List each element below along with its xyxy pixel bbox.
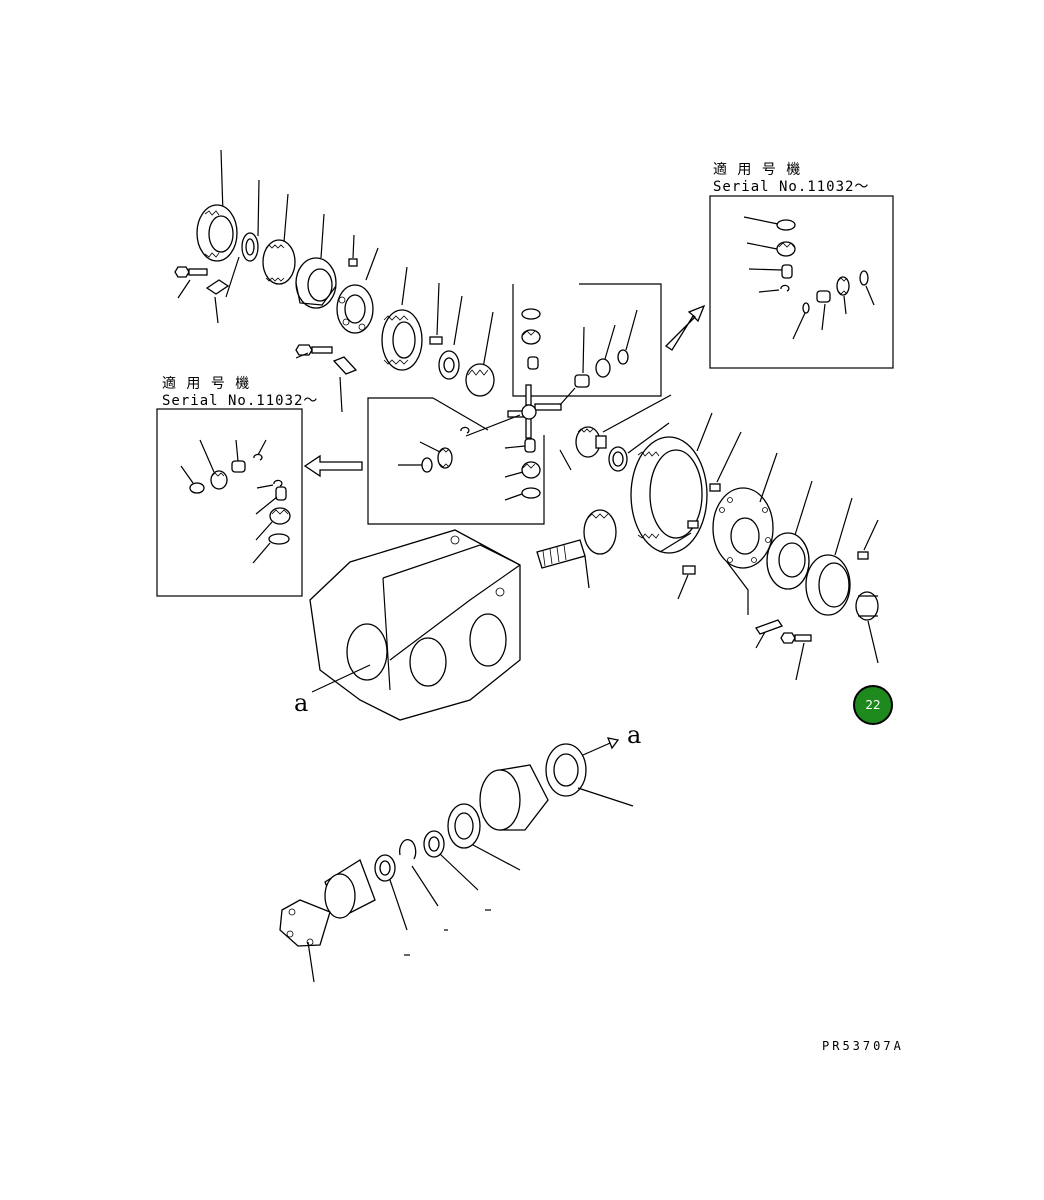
spider-assembly (367, 283, 662, 525)
arrow-ref-label: a (627, 721, 641, 749)
drawing-code: PR53707A (822, 1039, 904, 1053)
transfer-housing: a (294, 529, 521, 721)
arrow-to-right-inset (664, 304, 706, 351)
serial-label-right: Serial No.11032～ (713, 179, 869, 195)
differential-case-parts (559, 394, 879, 681)
page-number-badge[interactable]: 22 (853, 685, 893, 725)
applicable-label-right: 適 用 号 機 (713, 161, 801, 178)
serial-label-left: Serial No.11032～ (162, 393, 318, 409)
upper-gear-stack (174, 149, 495, 413)
housing-ref-label: a (294, 689, 308, 717)
applicable-label-left: 適 用 号 機 (162, 375, 250, 392)
output-shaft-assembly: a (279, 721, 641, 983)
inset-box-right: 適 用 号 機 Serial No.11032～ (709, 161, 894, 369)
pinion-shaft (536, 509, 617, 589)
inset-box-left: 適 用 号 機 Serial No.11032～ (156, 375, 318, 597)
arrow-to-left-inset (303, 454, 363, 478)
